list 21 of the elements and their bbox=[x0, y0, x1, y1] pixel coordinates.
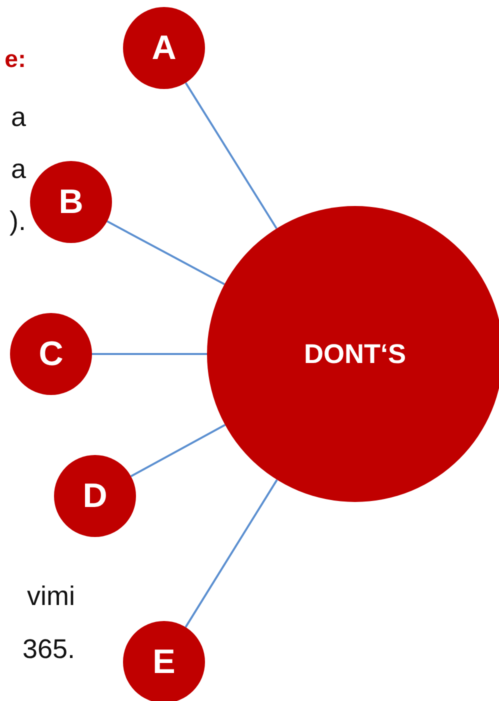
connector-line bbox=[106, 220, 225, 286]
text-fragment: e: bbox=[4, 48, 26, 72]
circle-node bbox=[30, 161, 112, 243]
connector-line bbox=[184, 479, 278, 628]
text-fragment: 365. bbox=[22, 636, 75, 663]
text-fragment: a bbox=[10, 104, 26, 131]
node-label: E bbox=[152, 642, 176, 682]
connector-line bbox=[130, 424, 226, 478]
node-label: C bbox=[38, 334, 64, 374]
text-fragment: vimi bbox=[27, 583, 75, 610]
circle-node bbox=[54, 455, 136, 537]
node-label: B bbox=[58, 182, 84, 222]
circle-node bbox=[10, 313, 92, 395]
connector-line bbox=[92, 353, 207, 355]
circle-node bbox=[123, 7, 205, 89]
node-label: A bbox=[152, 28, 176, 68]
text-fragment: ). bbox=[10, 208, 26, 235]
node-label: DONT‘S bbox=[304, 338, 406, 370]
node-label: D bbox=[82, 476, 108, 516]
text-fragment: a bbox=[10, 156, 26, 183]
connector-line bbox=[184, 82, 278, 230]
